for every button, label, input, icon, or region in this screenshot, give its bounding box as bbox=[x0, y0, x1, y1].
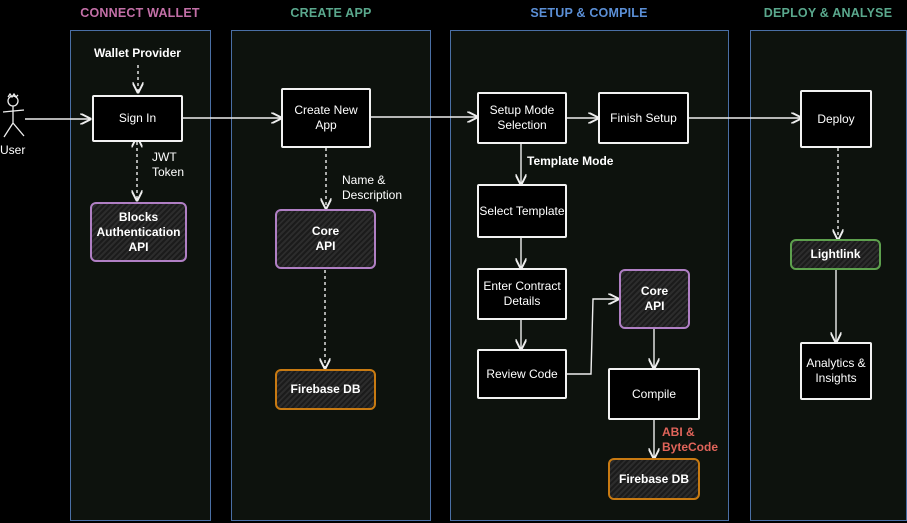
name-description-label: Name & Description bbox=[342, 173, 403, 202]
user-actor-icon bbox=[2, 93, 25, 138]
lane-title-setup-compile: SETUP & COMPILE bbox=[530, 6, 648, 20]
firebase-db-box-setup: Firebase DB bbox=[608, 458, 700, 500]
blocks-authentication-api-box: Blocks Authentication API bbox=[90, 202, 187, 262]
enter-contract-details-box: Enter Contract Details bbox=[477, 268, 567, 320]
core-api-box-setup: Core API bbox=[619, 269, 690, 329]
firebase-db-box-create: Firebase DB bbox=[275, 369, 376, 410]
abi-bytecode-label: ABI & ByteCode bbox=[662, 425, 719, 454]
jwt-token-label: JWT Token bbox=[152, 150, 185, 179]
sign-in-box: Sign In bbox=[92, 95, 183, 142]
lightlink-box: Lightlink bbox=[790, 239, 881, 270]
review-code-box: Review Code bbox=[477, 349, 567, 399]
lane-title-create-app: CREATE APP bbox=[290, 6, 372, 20]
deploy-box: Deploy bbox=[800, 90, 872, 148]
create-new-app-box: Create New App bbox=[281, 88, 371, 148]
setup-mode-selection-box: Setup Mode Selection bbox=[477, 92, 567, 144]
finish-setup-box: Finish Setup bbox=[598, 92, 689, 144]
analytics-insights-box: Analytics & Insights bbox=[800, 342, 872, 400]
template-mode-label: Template Mode bbox=[527, 154, 614, 168]
compile-box: Compile bbox=[608, 368, 700, 420]
lane-title-deploy-analyse: DEPLOY & ANALYSE bbox=[763, 6, 893, 20]
user-label: User bbox=[0, 143, 26, 157]
arrow-review-to-core-api bbox=[567, 299, 618, 375]
select-template-box: Select Template bbox=[477, 184, 567, 238]
core-api-box-create: Core API bbox=[275, 209, 376, 269]
wallet-provider-label: Wallet Provider bbox=[94, 46, 181, 60]
lane-title-connect-wallet: CONNECT WALLET bbox=[80, 6, 200, 20]
